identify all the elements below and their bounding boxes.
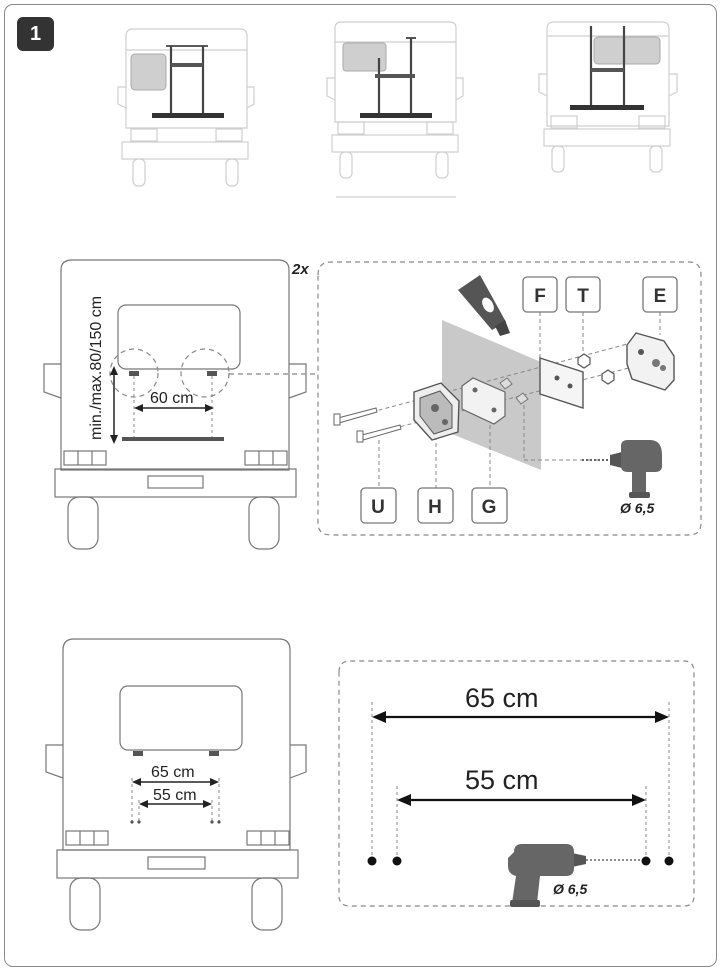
drill-icon-2 [508,844,640,907]
bike-carrier-3 [570,26,644,110]
step-number-badge: 1 [17,17,54,51]
vertical-dimension-label: min./max.80/150 cm [88,296,105,440]
bike-carrier-1 [152,45,224,118]
svg-text:T: T [577,286,589,307]
van-rear-hole-spacing: 65 cm 55 cm [45,638,307,931]
inner-spacing-label: 55 cm [465,765,539,795]
drill-diameter-label: Ø 6,5 [620,500,654,516]
quantity-label: 2x [291,261,309,278]
page-frame [4,4,717,967]
bike-carrier-2 [360,37,432,118]
van-variant-1 [117,28,255,187]
van-variant-3 [538,21,678,173]
part-label-t: T [565,276,601,313]
drill-hole-outer-left [367,856,377,866]
van-rear-drilling-height: min./max.80/150 cm 60 cm [43,259,318,550]
exploded-parts-view: 2x [291,261,702,536]
sealant-tube-icon [458,275,510,336]
part-label-h: H [417,487,454,524]
plate-f [539,357,584,409]
svg-text:H: H [428,497,442,518]
svg-text:E: E [654,286,667,307]
plate-g [461,377,506,425]
horizontal-dimension-label: 60 cm [150,390,194,407]
drill-icon [582,440,662,498]
drill-hole-inner-right [641,856,651,866]
drill-hole-outer-right [664,856,674,866]
outer-spacing-label: 65 cm [465,683,539,713]
svg-text:U: U [371,497,385,518]
van-variant-2 [326,21,464,198]
svg-text:G: G [482,497,497,518]
drill-diameter-label-2: Ø 6,5 [553,881,587,897]
hole-spacing-detail: 65 cm 55 cm Ø 6,5 [338,660,695,907]
svg-text:F: F [534,286,546,307]
part-label-f: F [522,276,558,313]
part-label-u: U [360,487,397,524]
nuts-t [577,353,615,385]
bolts-u [333,407,402,443]
inner-spacing-small-label: 55 cm [153,787,197,804]
top-variant-vans [117,21,678,198]
cover-e [626,332,675,391]
bracket-h [413,382,460,441]
part-label-e: E [642,276,678,313]
outer-spacing-small-label: 65 cm [151,764,195,781]
drill-hole-inner-left [392,856,402,866]
part-label-g: G [471,487,508,524]
